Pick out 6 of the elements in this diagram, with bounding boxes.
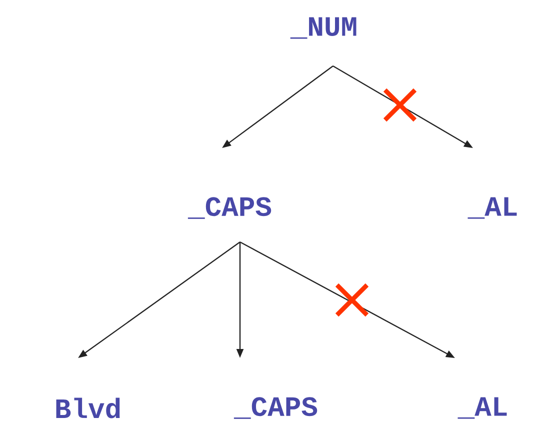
node-label: _NUM — [290, 17, 356, 39]
node-label: _CAPS — [188, 197, 272, 219]
node-label: Blvd — [56, 398, 120, 418]
node-label: _AL — [468, 197, 517, 219]
node-label: _AL — [458, 397, 507, 419]
node-label: _CAPS — [234, 397, 318, 419]
